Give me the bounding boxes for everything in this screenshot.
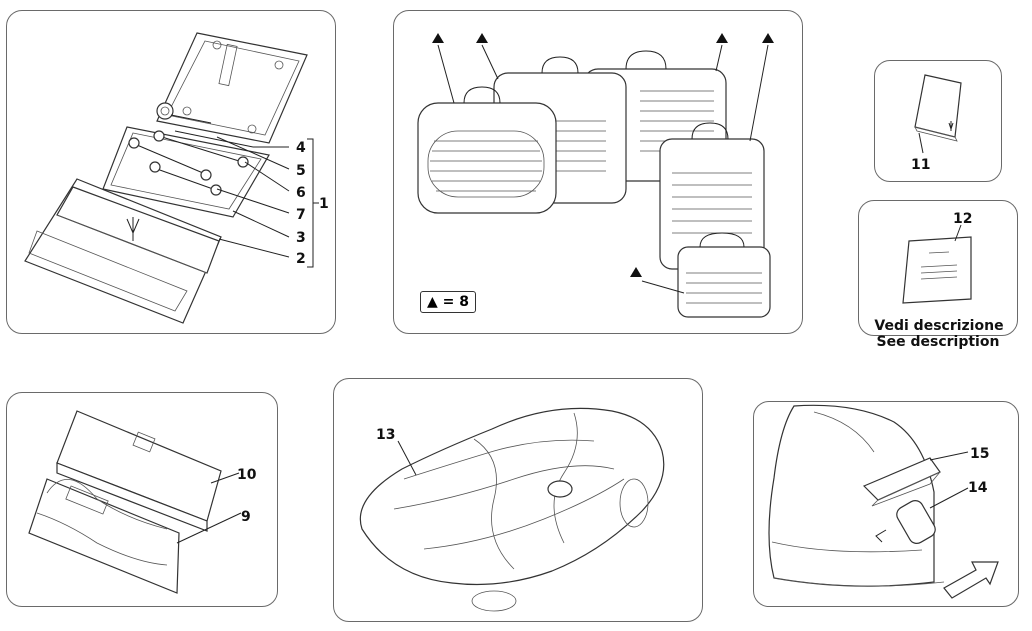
trunk-drawing: 15 14: [768, 404, 999, 599]
panel-luggage-set: ▲ = 8: [393, 10, 803, 334]
panel-manual: 12 Vedi descrizione: [858, 200, 1018, 336]
vanity-case: [677, 246, 771, 318]
note-english: See description: [876, 334, 1000, 350]
callout-10: 10: [237, 467, 257, 483]
callout-5: 5: [296, 163, 306, 179]
manual-drawing: 12: [902, 211, 972, 304]
cases-drawing: 10 9: [28, 410, 257, 594]
panel-trunk: 15 14: [753, 401, 1019, 607]
manual-book: [902, 236, 972, 304]
see-description-note: Vedi descrizione: [859, 318, 1017, 335]
see-description-note-en: See description: [858, 334, 1018, 351]
tool-tray: [102, 126, 270, 218]
booklet-drawing: 11: [911, 74, 962, 173]
extinguisher-14: [896, 500, 936, 544]
callout-7: 7: [296, 207, 306, 223]
tool-kit-drawing: 4 5 6 7 3 2 1: [24, 32, 329, 324]
wrench-1: [161, 136, 240, 162]
legend-text: = 8: [442, 294, 470, 310]
callout-13: 13: [376, 427, 395, 443]
triangle-marker-icon: [432, 33, 774, 277]
panel-tool-kit: 4 5 6 7 3 2 1: [6, 10, 336, 334]
case-9: [28, 478, 180, 594]
panel-booklet: 11: [874, 60, 1002, 182]
screwdriver: [174, 130, 254, 148]
callout-12: 12: [953, 211, 972, 227]
car-cover-drawing: 13: [359, 407, 665, 612]
suitcase-1: [417, 102, 557, 214]
callout-15: 15: [970, 446, 989, 462]
maserati-trident-icon: [948, 121, 954, 131]
wrench-3: [156, 168, 214, 190]
booklet: [914, 74, 962, 138]
panel-cases: 10 9: [6, 392, 278, 607]
panel-car-cover: 13: [333, 378, 703, 622]
tool-case-lid: [156, 32, 308, 144]
note-italian: Vedi descrizione: [874, 318, 1004, 334]
callout-3: 3: [296, 230, 306, 246]
callout-11: 11: [911, 157, 930, 173]
maserati-trident-icon: [126, 217, 140, 241]
callout-1: 1: [319, 196, 329, 212]
callout-2: 2: [296, 251, 306, 267]
callout-9: 9: [241, 509, 251, 525]
callout-14: 14: [968, 480, 988, 496]
wrench-2: [136, 144, 204, 174]
legend-triangle-icon: ▲: [427, 294, 438, 310]
luggage-legend: ▲ = 8: [420, 291, 477, 313]
tow-hook: [156, 102, 174, 120]
luggage-drawing: [417, 33, 774, 318]
callout-6: 6: [296, 185, 306, 201]
callout-4: 4: [296, 140, 306, 156]
trunk-opening: [768, 404, 935, 587]
arrow-icon: [943, 561, 999, 599]
car-cover: [359, 407, 665, 586]
